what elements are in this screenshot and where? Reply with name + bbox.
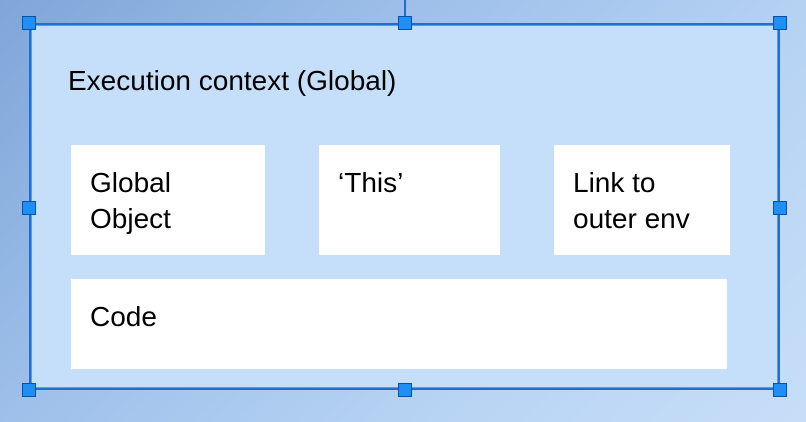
this-box[interactable]: ‘This’ <box>319 145 500 255</box>
execution-context-title: Execution context (Global) <box>68 65 397 96</box>
link-outer-env-label: Link to outer env <box>573 167 690 234</box>
resize-handle-middle-left[interactable] <box>22 201 36 215</box>
resize-handle-top-center[interactable] <box>398 16 412 30</box>
code-box[interactable]: Code <box>71 279 727 369</box>
rotation-handle-line[interactable] <box>404 0 406 17</box>
resize-handle-bottom-left[interactable] <box>22 383 36 397</box>
execution-context-frame[interactable]: Execution context (Global) Global Object… <box>29 23 780 390</box>
resize-handle-top-right[interactable] <box>773 16 787 30</box>
global-object-box[interactable]: Global Object <box>71 145 265 255</box>
code-label: Code <box>90 301 157 332</box>
resize-handle-middle-right[interactable] <box>773 201 787 215</box>
link-outer-env-box[interactable]: Link to outer env <box>554 145 730 255</box>
resize-handle-bottom-center[interactable] <box>398 383 412 397</box>
resize-handle-bottom-right[interactable] <box>773 383 787 397</box>
global-object-label: Global Object <box>90 167 171 234</box>
this-label: ‘This’ <box>338 167 404 198</box>
resize-handle-top-left[interactable] <box>22 16 36 30</box>
